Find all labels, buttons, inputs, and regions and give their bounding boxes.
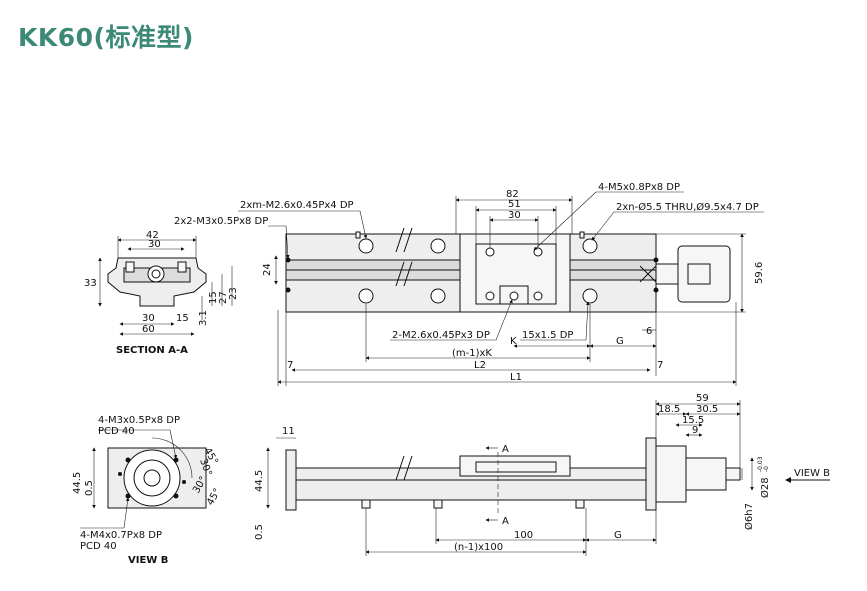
section-a-a: 42 30 33 30 15 60 3.1 15 27 23 SECTION A… — [84, 230, 239, 356]
section-pocket-left — [125, 261, 135, 273]
side-section-a-top: A — [502, 444, 509, 455]
side-dim-0-5: 0.5 — [254, 524, 265, 540]
side-view: A A 11 44.5 0.5 100 G (n-1)x100 59 18.5 … — [254, 393, 830, 556]
side-dim-18-5: 18.5 — [658, 404, 680, 415]
callout-m5-8dp: 4-M5x0.8Px8 DP — [598, 182, 680, 193]
side-view-b-label: VIEW B — [794, 468, 830, 479]
side-dim-n100: (n-1)x100 — [454, 542, 503, 553]
view-b-dim-44-5: 44.5 — [72, 472, 83, 494]
side-shaft — [725, 467, 741, 481]
top-dim-30: 30 — [508, 210, 521, 221]
view-b-shaft — [143, 469, 161, 487]
side-tol-28b: -0 — [763, 466, 770, 472]
section-a-a-label: SECTION A-A — [116, 345, 188, 356]
sec-dim-b60: 60 — [142, 324, 155, 335]
side-dim-28: Ø28 — [759, 477, 771, 498]
view-b: 4-M3x0.5Px8 DP PCD 40 4-M4x0.7Px8 DP PCD… — [72, 415, 223, 566]
view-b-holes — [118, 457, 186, 499]
side-dim-9: 9 — [692, 425, 698, 436]
top-dim-51: 51 — [508, 199, 521, 210]
side-feet — [361, 499, 585, 509]
side-end-plate-left — [285, 449, 297, 511]
top-dim-59-6: 59.6 — [754, 262, 765, 284]
view-b-callout-m4: 4-M4x0.7Px8 DP — [80, 530, 162, 541]
side-section-a-bot: A — [502, 516, 509, 527]
page-title: KK60(标准型) — [18, 23, 194, 52]
top-holes — [285, 231, 659, 304]
top-dim-l1: L1 — [510, 372, 522, 383]
view-b-pcd-arc — [151, 437, 193, 479]
top-coupling — [687, 263, 711, 285]
sec-dim-b30: 30 — [142, 313, 155, 324]
callout-m3-8dp: 2x2-M3x0.5Px8 DP — [174, 216, 268, 227]
side-dim-11: 11 — [282, 426, 295, 437]
sec-dim-v15: 15 — [208, 291, 219, 304]
side-dim-30-5: 30.5 — [696, 404, 718, 415]
sec-dim-27: 27 — [218, 291, 229, 304]
sec-dim-b15: 15 — [176, 313, 189, 324]
view-b-label: VIEW B — [128, 555, 168, 566]
view-b-pcd-bot: PCD 40 — [80, 541, 117, 552]
callout-thru: 2xn-Ø5.5 THRU,Ø9.5x4.7 DP — [616, 201, 759, 213]
callout-m26-4dp: 2xm-M2.6x0.45Px4 DP — [240, 200, 354, 211]
side-dim-15-5: 15.5 — [682, 415, 704, 426]
top-dim-6: 6 — [646, 326, 652, 337]
sec-dim-42: 42 — [146, 230, 159, 241]
top-dim-7-left: 7 — [287, 360, 293, 371]
sec-dim-23: 23 — [228, 287, 239, 300]
top-dim-82: 82 — [506, 189, 519, 200]
side-dim-g: G — [614, 530, 622, 541]
top-dim-g: G — [616, 336, 624, 347]
side-end-plate-right — [645, 437, 657, 511]
side-dim-59: 59 — [696, 393, 709, 404]
callout-15x15-dp: 15x1.5 DP — [522, 330, 573, 341]
side-break — [395, 455, 413, 481]
top-break-2 — [395, 261, 413, 287]
view-b-angle-45b: 45° — [205, 487, 223, 508]
top-dim-7-right: 7 — [657, 360, 663, 371]
sec-dim-33: 33 — [84, 278, 97, 289]
section-screw-inner — [151, 269, 161, 279]
top-view: 82 51 30 24 59.6 2x2-M3x0.5Px8 DP 2xm-M2… — [174, 182, 765, 386]
top-break-1 — [395, 227, 413, 253]
side-dim-6h7: Ø6h7 — [743, 503, 755, 530]
top-dim-l2: L2 — [474, 360, 486, 371]
sec-dim-31: 3.1 — [198, 310, 209, 326]
side-dim-44-5: 44.5 — [254, 470, 265, 492]
side-tol-28a: -0.03 — [757, 456, 764, 472]
view-b-pcd-top: PCD 40 — [98, 426, 135, 437]
top-dim-mk: (m-1)xK — [452, 348, 492, 359]
section-pocket-right — [177, 261, 187, 273]
sec-dim-30: 30 — [148, 239, 161, 250]
top-dim-k: K — [510, 336, 517, 347]
side-motor-flange — [655, 445, 687, 503]
side-slider-top — [475, 461, 557, 473]
top-end-cap — [655, 263, 679, 285]
view-b-dim-0-5: 0.5 — [84, 480, 95, 496]
side-coupling — [685, 457, 727, 491]
view-b-callout-m3: 4-M3x0.5Px8 DP — [98, 415, 180, 426]
side-dim-100: 100 — [514, 530, 533, 541]
callout-m26-3dp: 2-M2.6x0.45Px3 DP — [392, 330, 490, 341]
top-dim-24: 24 — [262, 263, 273, 276]
